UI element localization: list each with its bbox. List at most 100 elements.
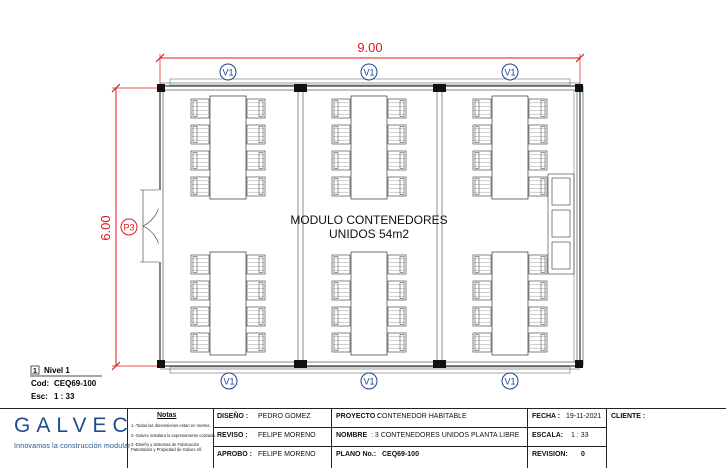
chair — [246, 254, 266, 275]
chair — [472, 332, 492, 353]
window-tags: V1 V1 V1 V1 V1 V1 — [219, 63, 519, 390]
svg-text:V1: V1 — [504, 68, 515, 78]
view-name: Nivel 1 — [44, 366, 70, 375]
note-1: 1.-Todas las dimensiones estan en metros… — [131, 423, 211, 428]
module-title-line2: UNIDOS 54m2 — [329, 227, 409, 241]
svg-text:V1: V1 — [504, 377, 515, 387]
logo-tagline: Innovamos la construcción modular — [14, 443, 131, 450]
chair — [528, 254, 548, 275]
chair — [331, 332, 351, 353]
table — [491, 95, 529, 200]
view-label: 1 Nivel 1 Cod: CEQ69-100 Esc: 1 : 33 — [30, 365, 102, 401]
svg-text:V1: V1 — [223, 377, 234, 387]
revision-label: REVISION: — [532, 451, 568, 458]
table — [209, 95, 247, 200]
chair — [331, 280, 351, 301]
fecha-label: FECHA : — [532, 413, 561, 420]
width-dimension: 9.00 — [155, 40, 585, 86]
chair — [387, 306, 407, 327]
door-tag-label: P3 — [123, 223, 134, 233]
title-block: GALVEC Innovamos la construcción modular… — [0, 408, 726, 468]
chair — [246, 176, 266, 197]
height-dimension-label: 6.00 — [98, 215, 113, 240]
svg-text:V1: V1 — [363, 377, 374, 387]
table — [350, 95, 388, 200]
view-number: 1 — [33, 368, 37, 375]
chair — [246, 332, 266, 353]
table — [491, 251, 529, 356]
height-dimension: 6.00 — [98, 83, 158, 371]
module-title-line1: MODULO CONTENEDORES — [290, 213, 447, 227]
chair — [528, 150, 548, 171]
chair — [190, 254, 210, 275]
reviso-value: FELIPE MORENO — [258, 432, 316, 439]
chair — [331, 98, 351, 119]
chair — [472, 98, 492, 119]
chair — [387, 332, 407, 353]
note-3: 3.-Diseño y Sistemas de Fabricación Pate… — [131, 442, 203, 453]
escala-value: 1 : 33 — [571, 432, 589, 439]
chair — [387, 280, 407, 301]
container-divisions — [297, 90, 443, 362]
furniture-layout — [190, 95, 548, 356]
chair — [472, 124, 492, 145]
note-2: 2.-Galvec instalara lo expresamente coti… — [131, 433, 216, 438]
chair — [528, 332, 548, 353]
width-dimension-label: 9.00 — [357, 40, 382, 55]
table — [209, 251, 247, 356]
chair — [190, 98, 210, 119]
svg-text:V1: V1 — [222, 68, 233, 78]
cod-label: Cod: — [31, 379, 49, 388]
cod-value: CEQ69-100 — [54, 379, 97, 388]
cliente-label: CLIENTE : — [611, 413, 646, 420]
window-tag-top-3: V1 — [501, 63, 519, 81]
galvec-logo: GALVEC — [14, 414, 134, 437]
chair — [331, 254, 351, 275]
door-tag-p3: P3 — [120, 218, 138, 236]
door — [140, 189, 162, 263]
chair — [528, 280, 548, 301]
aprobo-label: APROBO : — [217, 451, 252, 458]
table — [350, 251, 388, 356]
chair — [472, 306, 492, 327]
table-set — [472, 95, 548, 200]
table-set — [190, 95, 266, 200]
fecha-value: 19-11-2021 — [566, 413, 602, 420]
structural-columns — [157, 84, 583, 368]
chair — [190, 124, 210, 145]
window-tag-bottom-1: V1 — [220, 372, 238, 390]
chair — [190, 332, 210, 353]
chair — [246, 306, 266, 327]
nombre-value: : 3 CONTENEDORES UNIDOS PLANTA LIBRE — [371, 432, 520, 439]
diseno-label: DISEÑO : — [217, 413, 249, 420]
chair — [387, 124, 407, 145]
plano-value: CEQ69-100 — [382, 451, 419, 458]
aprobo-value: FELIPE MORENO — [258, 451, 316, 458]
reviso-label: REVISO : — [217, 432, 248, 439]
tb-top-border — [0, 408, 726, 409]
plano-label: PLANO No.: — [336, 451, 377, 458]
notes-title: Notas — [157, 412, 177, 419]
chair — [331, 176, 351, 197]
revision-value: 0 — [581, 451, 585, 458]
chair — [190, 176, 210, 197]
esc-value: 1 : 33 — [54, 392, 75, 401]
chair — [246, 124, 266, 145]
chair — [472, 176, 492, 197]
table-set — [331, 95, 407, 200]
chair — [387, 98, 407, 119]
window-tag-bottom-2: V1 — [360, 372, 378, 390]
chair — [528, 176, 548, 197]
chair — [190, 150, 210, 171]
table-set — [190, 251, 266, 356]
cabinet — [547, 173, 575, 275]
chair — [246, 280, 266, 301]
proyecto-value: CONTENEDOR HABITABLE — [377, 413, 467, 420]
diseno-value: PEDRO GOMEZ — [258, 413, 311, 420]
chair — [331, 124, 351, 145]
chair — [190, 306, 210, 327]
chair — [528, 124, 548, 145]
nombre-label: NOMBRE — [336, 432, 368, 439]
esc-label: Esc: — [31, 392, 48, 401]
